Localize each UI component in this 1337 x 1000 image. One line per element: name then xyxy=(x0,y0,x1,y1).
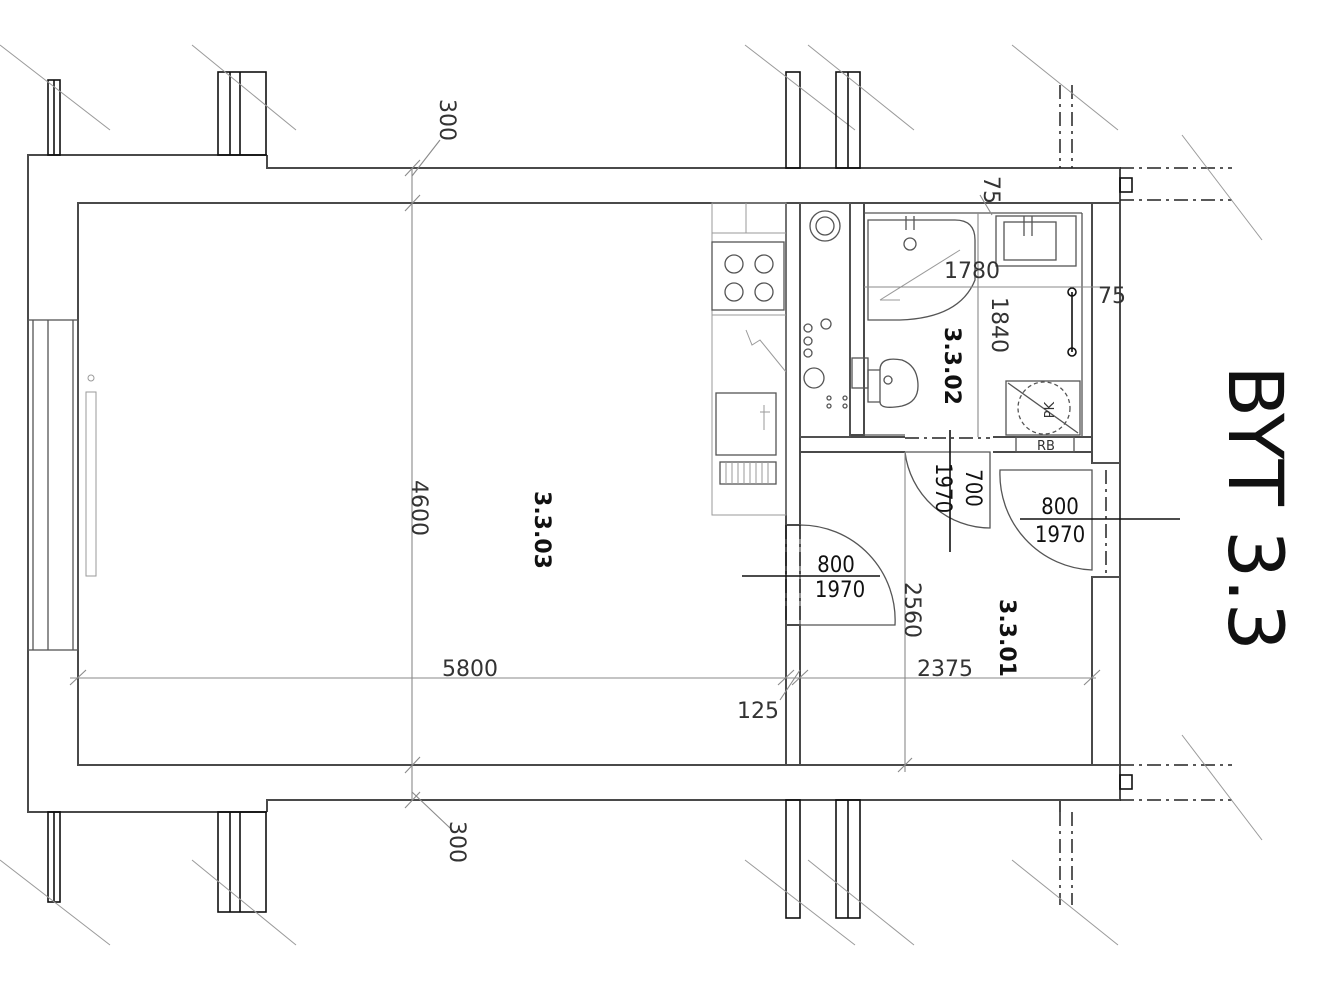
shower-tray-icon xyxy=(867,219,976,321)
dim-bath-wall-right: 75 xyxy=(1098,284,1126,309)
room-label-living: 3.3.03 xyxy=(529,491,554,569)
door-living-height: 1970 xyxy=(815,578,865,603)
door-living-width: 800 xyxy=(817,553,855,578)
door-bath xyxy=(904,430,991,552)
bathroom-fixtures: PK RB xyxy=(851,215,1081,454)
dim-top-wall: 300 xyxy=(434,99,459,141)
radiator xyxy=(85,374,97,577)
dim-total-width: 5800 xyxy=(442,657,498,682)
hob-burner-icon xyxy=(754,282,774,302)
wall-stubs-bottom xyxy=(0,734,1263,946)
dim-hall-height: 2560 xyxy=(899,582,924,638)
dim-bath-height: 1840 xyxy=(986,297,1011,353)
door-entry xyxy=(999,469,1180,575)
dim-partition: 125 xyxy=(737,699,779,724)
washbasin-icon xyxy=(995,215,1077,267)
room-label-bathroom: 3.3.02 xyxy=(939,327,964,405)
room-label-hall: 3.3.01 xyxy=(994,599,1019,677)
dim-hall-width: 2375 xyxy=(917,657,973,682)
dim-bottom-wall: 300 xyxy=(444,821,469,863)
dim-bath-width: 1780 xyxy=(944,259,1000,284)
hob-burner-icon xyxy=(724,254,744,274)
pk-label: PK xyxy=(1043,401,1058,418)
service-shaft xyxy=(799,202,851,438)
door-entry-height: 1970 xyxy=(1035,523,1085,548)
door-living xyxy=(742,524,896,626)
wall-stubs-top xyxy=(0,44,1263,241)
door-entry-width: 800 xyxy=(1041,495,1079,520)
dim-bath-wall-top: 75 xyxy=(978,176,1003,204)
toilet-icon xyxy=(879,358,919,408)
rb-label: RB xyxy=(1037,439,1055,454)
hob-burner-icon xyxy=(724,282,744,302)
door-bath-height: 1970 xyxy=(930,463,955,513)
door-bath-width: 700 xyxy=(960,469,985,507)
hob-burner-icon xyxy=(754,254,774,274)
dimension-lines xyxy=(69,139,1101,829)
exterior-walls xyxy=(27,154,1121,813)
dim-living-height: 4600 xyxy=(406,480,431,536)
kitchen-sink-icon xyxy=(715,392,777,456)
apartment-title: BYT 3.3 xyxy=(1211,365,1300,651)
kitchen-unit xyxy=(711,202,787,516)
